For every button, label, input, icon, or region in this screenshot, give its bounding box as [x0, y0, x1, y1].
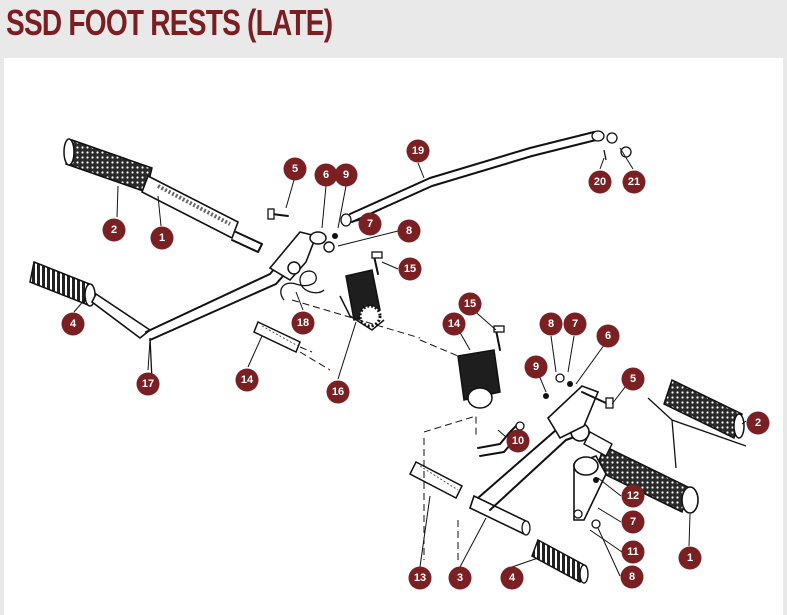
callout-11: 11 — [621, 540, 645, 564]
callout-12: 12 — [621, 484, 645, 508]
callout-label: 15 — [404, 263, 416, 275]
page-header: SSD FOOT RESTS (LATE) — [0, 0, 787, 58]
callout-label: 16 — [332, 386, 344, 398]
callout-13: 13 — [408, 566, 432, 590]
callout-label: 15 — [464, 298, 476, 310]
callout-label: 6 — [323, 169, 329, 181]
callout-label: 10 — [512, 435, 524, 447]
callout-14: 14 — [235, 368, 259, 392]
callout-3: 3 — [448, 566, 472, 590]
leader-lines — [73, 147, 747, 577]
callout-label: 14 — [448, 318, 461, 330]
right-pivot-arm — [573, 455, 607, 521]
callout-label: 18 — [297, 317, 309, 329]
callout-label: 7 — [367, 218, 373, 230]
callout-14: 14 — [442, 312, 466, 336]
callout-label: 7 — [630, 516, 636, 528]
left-footrest-bar — [141, 174, 263, 253]
left-spring — [280, 270, 325, 301]
callout-20: 20 — [588, 170, 612, 194]
callout-6: 6 — [314, 163, 338, 187]
right-hinge-block — [419, 325, 505, 409]
callout-label: 20 — [594, 176, 606, 188]
callout-15: 15 — [398, 257, 422, 281]
callout-label: 8 — [548, 318, 554, 330]
callout-7: 7 — [621, 510, 645, 534]
callout-label: 3 — [457, 572, 463, 584]
right-footrest-bar — [583, 397, 747, 514]
callout-label: 9 — [533, 361, 539, 373]
callout-1: 1 — [678, 546, 702, 570]
callout-9: 9 — [524, 355, 548, 379]
callout-label: 2 — [755, 417, 761, 429]
left-brake-lever — [90, 237, 307, 381]
left-bracket — [268, 231, 318, 282]
callout-21: 21 — [622, 170, 646, 194]
callout-5: 5 — [283, 157, 307, 181]
callout-label: 4 — [70, 318, 77, 330]
callout-16: 16 — [326, 380, 350, 404]
callout-label: 13 — [414, 572, 426, 584]
callout-2: 2 — [746, 411, 770, 435]
right-footrest-rubber-grip — [663, 378, 745, 440]
callout-label: 5 — [630, 373, 636, 385]
cross-shaft-rod — [340, 130, 632, 227]
left-hinge-block — [339, 251, 385, 331]
callout-label: 17 — [142, 378, 154, 390]
callout-label: 8 — [406, 225, 412, 237]
callout-label: 4 — [509, 572, 516, 584]
callout-6: 6 — [596, 324, 620, 348]
callout-8: 8 — [539, 312, 563, 336]
left-hinge-pin — [253, 320, 313, 354]
left-footrest-rubber-grip — [63, 138, 153, 193]
page-title: SSD FOOT RESTS (LATE) — [6, 2, 333, 43]
callout-label: 7 — [572, 318, 578, 330]
callout-4: 4 — [500, 566, 524, 590]
callout-7: 7 — [563, 312, 587, 336]
callout-5: 5 — [621, 367, 645, 391]
callout-label: 11 — [627, 546, 639, 558]
right-small-hardware — [543, 373, 601, 529]
callout-8: 8 — [397, 219, 421, 243]
diagram-panel — [4, 58, 783, 615]
callout-label: 12 — [627, 490, 639, 502]
right-brake-lever — [469, 419, 590, 536]
callout-4: 4 — [61, 312, 85, 336]
right-pedal-rubber — [531, 538, 589, 584]
callout-label: 6 — [605, 330, 611, 342]
callout-10: 10 — [506, 429, 530, 453]
callout-18: 18 — [291, 311, 315, 335]
callout-9: 9 — [334, 163, 358, 187]
callout-label: 19 — [412, 145, 424, 157]
callout-15: 15 — [458, 292, 482, 316]
callout-19: 19 — [406, 139, 430, 163]
callout-17: 17 — [136, 372, 160, 396]
right-hinge-pin — [408, 460, 464, 500]
callout-label: 21 — [628, 176, 640, 188]
left-bolt-and-nuts — [267, 208, 338, 253]
callout-label: 1 — [159, 232, 165, 244]
callout-label: 1 — [687, 552, 693, 564]
callout-2: 2 — [102, 218, 126, 242]
right-bracket — [546, 385, 614, 440]
callout-label: 8 — [629, 571, 635, 583]
callout-label: 2 — [111, 224, 117, 236]
callout-7: 7 — [358, 212, 382, 236]
callout-label: 14 — [241, 374, 254, 386]
callout-label: 9 — [343, 169, 349, 181]
callout-label: 5 — [292, 163, 298, 175]
callout-1: 1 — [150, 226, 174, 250]
callout-8: 8 — [620, 565, 644, 589]
